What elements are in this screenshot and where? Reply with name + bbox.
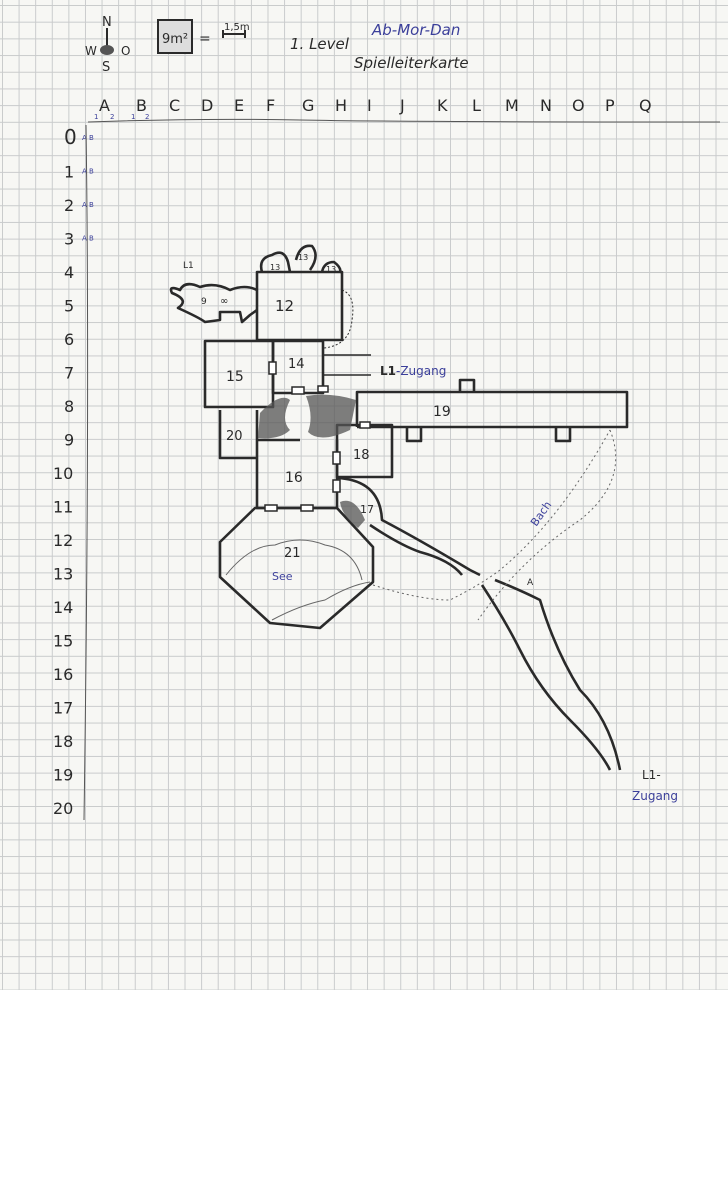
row-label: 20: [53, 799, 73, 818]
room-19: [355, 390, 629, 429]
point-a-label: A: [527, 578, 534, 588]
row-sub: A B: [82, 168, 94, 176]
row-label: 0: [64, 125, 77, 149]
column-label: B: [136, 96, 147, 115]
column-label: L: [472, 96, 481, 115]
scale-length: 1,5m: [224, 22, 250, 33]
column-label: C: [169, 96, 180, 115]
zugang-label: -Zugang: [396, 364, 446, 378]
compass-w: W: [85, 44, 97, 58]
room-label-12: 12: [275, 297, 294, 315]
compass-n: N: [102, 15, 112, 30]
room-label-14: 14: [288, 357, 305, 372]
compass-eye-icon: [100, 45, 114, 55]
row-label: 8: [64, 397, 74, 416]
cave-13: [259, 244, 342, 274]
l1-label: L1: [183, 261, 194, 271]
row-label: 12: [53, 531, 73, 550]
rock-hatch: [340, 500, 365, 528]
room-label-13: 13: [270, 263, 280, 272]
room-12: [255, 270, 344, 342]
row-label: 1: [64, 163, 74, 182]
stream-label: Bach: [528, 499, 554, 529]
map-subtitle: Spielleiterkarte: [354, 54, 469, 72]
cave-mark-9: 9: [201, 297, 207, 307]
column-sub: 2: [110, 113, 114, 121]
column-label: H: [335, 96, 347, 115]
zugang-label: Zugang: [632, 789, 678, 803]
room-label-17: 17: [360, 503, 374, 516]
map-title: Ab-Mor-Dan: [371, 21, 460, 39]
graph-paper: [0, 0, 728, 990]
row-label: 17: [53, 699, 73, 718]
column-label: P: [605, 96, 615, 115]
column-label: O: [572, 96, 585, 115]
room-label-16: 16: [285, 470, 303, 486]
row-label: 5: [64, 297, 74, 316]
row-label: 14: [53, 598, 73, 617]
row-label: 7: [64, 364, 74, 383]
row-label: 18: [53, 732, 73, 751]
column-labels: A B C D E F G H I J K L M N O P Q: [99, 96, 652, 115]
scale-area: 9m²: [162, 32, 188, 47]
room-21: [218, 506, 375, 630]
row-label: 10: [53, 464, 73, 483]
row-label: 4: [64, 263, 74, 282]
row-sub: A B: [82, 235, 94, 243]
rock-hatch: [306, 394, 356, 438]
zugang-l1: L1-: [642, 768, 661, 782]
column-label: F: [266, 96, 275, 115]
column-label: A: [99, 96, 110, 115]
cave-l1-passage: [169, 282, 258, 324]
lake-label: See: [272, 570, 293, 583]
column-label: J: [399, 96, 405, 115]
column-label: I: [367, 96, 372, 115]
row-label: 19: [53, 766, 73, 785]
scale-legend: 9m² = 1,5m: [157, 19, 250, 54]
column-label: G: [302, 96, 314, 115]
level-label: 1. Level: [290, 35, 350, 53]
compass-o: O: [121, 44, 130, 58]
row-label: 15: [53, 632, 73, 651]
column-label: D: [201, 96, 213, 115]
zugang-l1: L1: [380, 364, 396, 378]
room-label-20: 20: [226, 429, 243, 444]
dungeon-map: N W O S 9m² = 1,5m 1. Level Ab-Mor-Dan S…: [53, 15, 721, 821]
row-label: 3: [64, 230, 74, 249]
column-sub: 1: [131, 113, 135, 121]
room-20: [218, 410, 259, 460]
compass-s: S: [102, 60, 110, 75]
row-label: 9: [64, 431, 74, 450]
row-sub: A B: [82, 201, 94, 209]
row-label: 6: [64, 330, 74, 349]
column-sub: 2: [145, 113, 149, 121]
rock-hatch: [258, 397, 290, 439]
compass-rose: N W O S: [85, 15, 130, 75]
room-label-21: 21: [284, 546, 301, 561]
row-label: 16: [53, 665, 73, 684]
row-label: 11: [53, 498, 73, 517]
room-label-15: 15: [226, 369, 244, 385]
cave-mark-infinity: ∞: [220, 296, 228, 307]
column-label: M: [505, 96, 519, 115]
room-label-13: 13: [298, 253, 308, 262]
scale-equals: =: [199, 31, 211, 47]
row-labels: 0 A B 1 A B 2 A B 3 A B 4 5 6 7 8 9 10 11 12 13 14 15 16 17 18…: [53, 125, 94, 818]
room-label-18: 18: [353, 448, 370, 463]
row-label: 13: [53, 565, 73, 584]
column-label: N: [540, 96, 552, 115]
row-sub: A B: [82, 134, 94, 142]
column-sub: 1: [94, 113, 98, 121]
column-label: K: [437, 96, 448, 115]
room-label-13: 13: [326, 265, 336, 274]
row-label: 2: [64, 196, 74, 215]
room-label-19: 19: [433, 404, 451, 420]
column-label: E: [234, 96, 244, 115]
column-label: Q: [639, 96, 652, 115]
